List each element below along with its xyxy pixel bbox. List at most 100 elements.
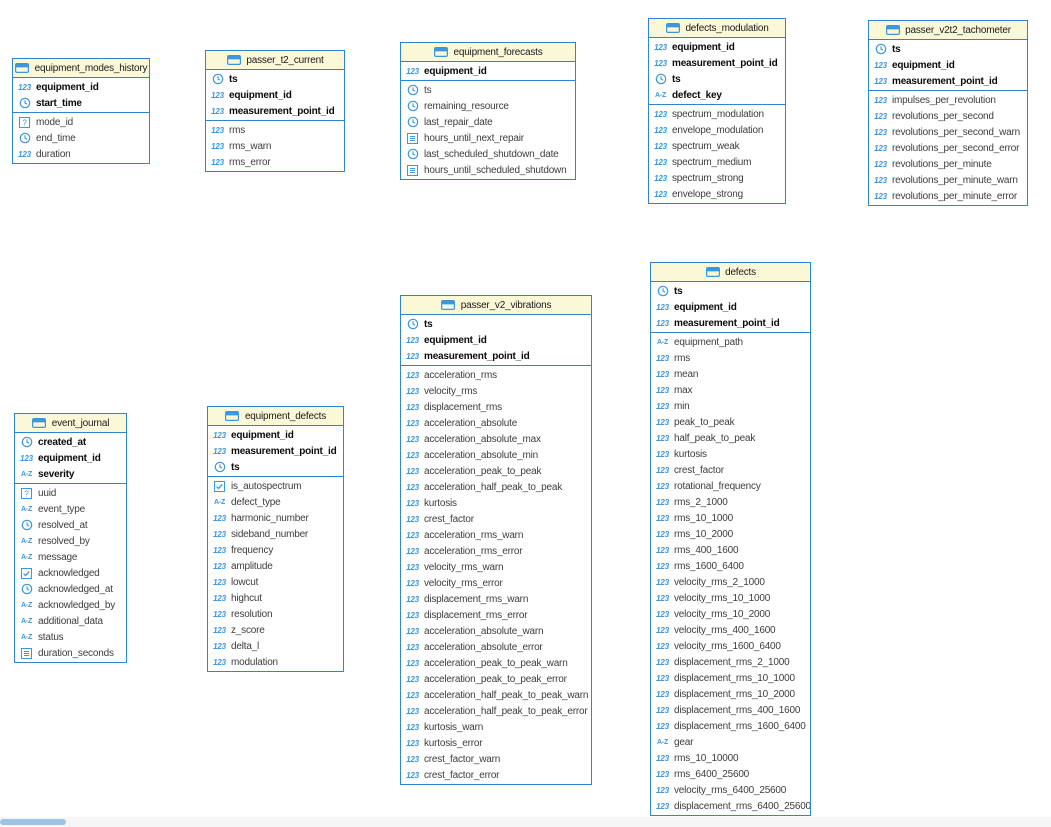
column-row[interactable]: end_time bbox=[13, 130, 149, 146]
primary-key-row[interactable]: ts bbox=[401, 316, 591, 332]
entity-header[interactable]: passer_t2_current bbox=[206, 51, 344, 70]
primary-key-row[interactable]: start_time bbox=[13, 95, 149, 111]
entity-header[interactable]: passer_v2t2_tachometer bbox=[869, 21, 1027, 40]
entity-header[interactable]: defects bbox=[651, 263, 810, 282]
primary-key-row[interactable]: ts bbox=[651, 283, 810, 299]
column-row[interactable]: ?mode_id bbox=[13, 114, 149, 130]
column-row[interactable]: acknowledged_at bbox=[15, 581, 126, 597]
column-row[interactable]: hours_until_scheduled_shutdown bbox=[401, 162, 575, 178]
column-row[interactable]: last_scheduled_shutdown_date bbox=[401, 146, 575, 162]
column-row[interactable]: last_repair_date bbox=[401, 114, 575, 130]
entity-header[interactable]: defects_modulation bbox=[649, 19, 785, 38]
primary-key-row[interactable]: ts bbox=[208, 459, 343, 475]
horizontal-scrollbar[interactable] bbox=[0, 817, 1051, 827]
entity-header[interactable]: passer_v2_vibrations bbox=[401, 296, 591, 315]
column-row[interactable]: remaining_resource bbox=[401, 98, 575, 114]
horizontal-scrollbar-thumb[interactable] bbox=[0, 819, 66, 825]
column-row[interactable]: ts bbox=[401, 82, 575, 98]
entity-header[interactable]: event_journal bbox=[15, 414, 126, 433]
entity-header[interactable]: equipment_modes_history bbox=[13, 59, 149, 78]
entity-header[interactable]: equipment_forecasts bbox=[401, 43, 575, 62]
column-row[interactable]: acknowledged bbox=[15, 565, 126, 581]
column-row[interactable]: resolved_at bbox=[15, 517, 126, 533]
